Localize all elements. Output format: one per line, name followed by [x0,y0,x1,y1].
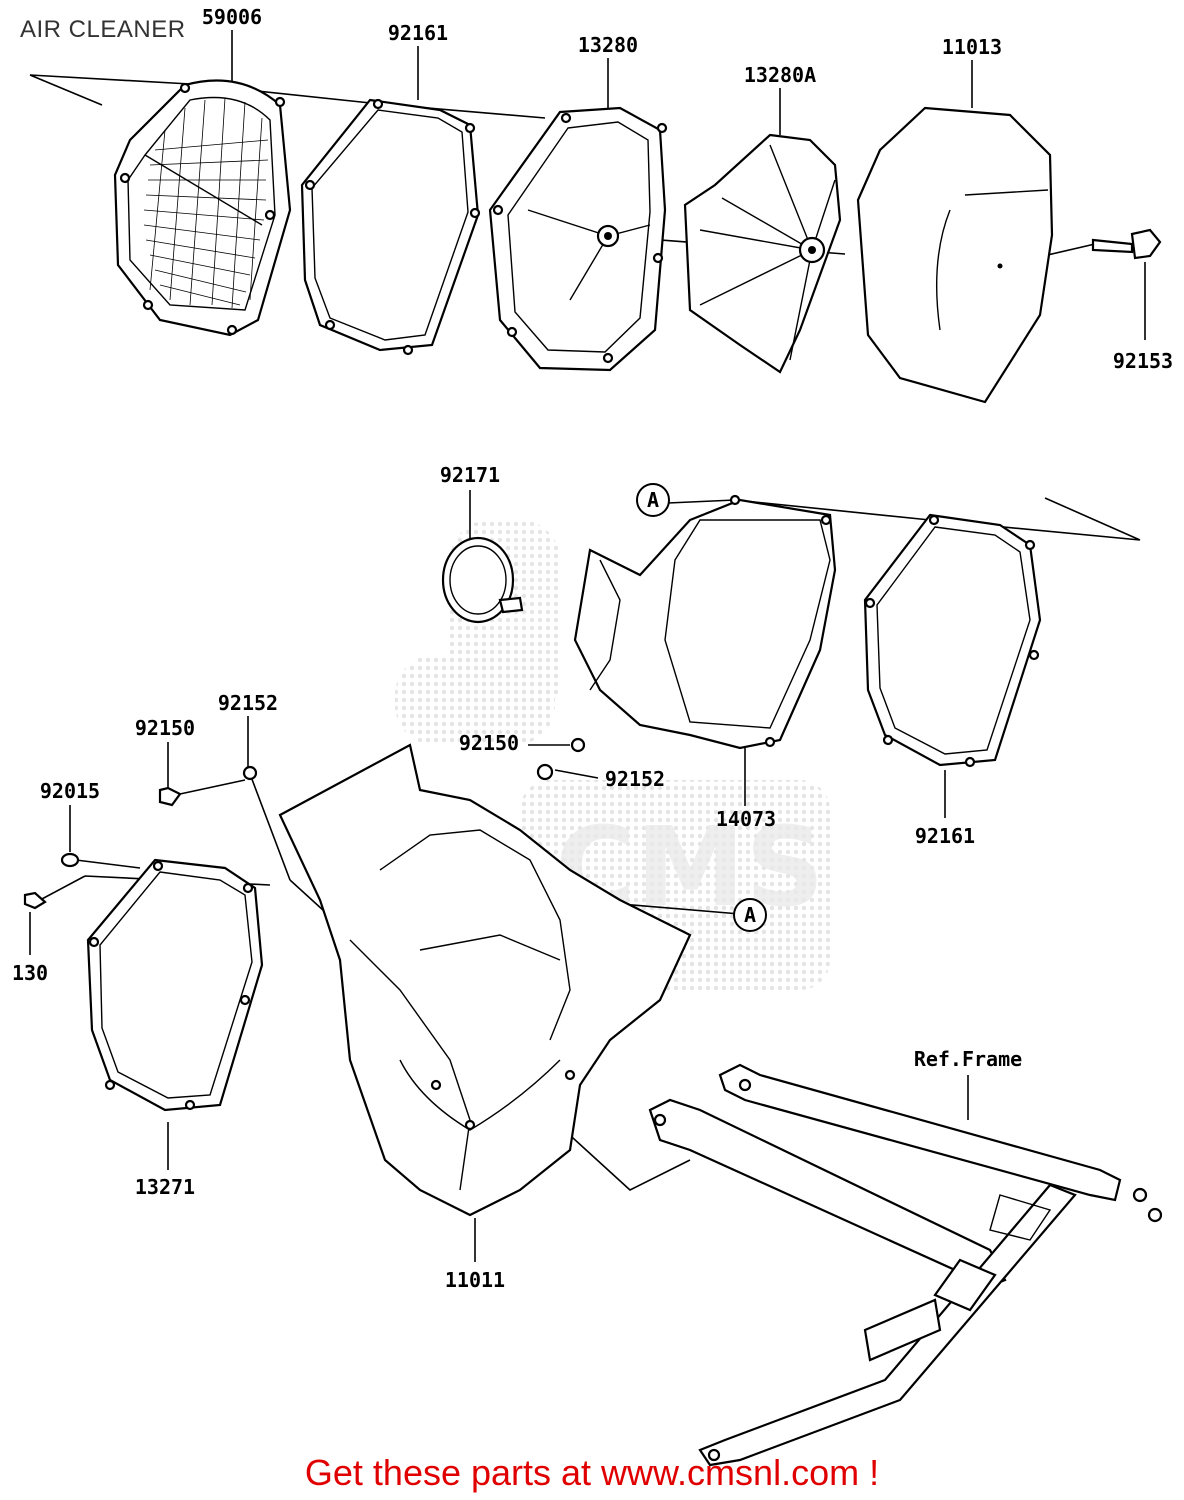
label-92150-left[interactable]: 92150 [135,716,195,740]
label-59006[interactable]: 59006 [202,5,262,29]
label-14073[interactable]: 14073 [716,807,776,831]
label-92161-top[interactable]: 92161 [388,21,448,45]
part-11011-case[interactable] [278,743,692,1217]
label-92152-left[interactable]: 92152 [218,691,278,715]
label-92152-center[interactable]: 92152 [605,767,665,791]
part-92161-gasket-top[interactable] [300,98,481,356]
part-92161-gasket-right[interactable] [863,513,1042,768]
callout-a-top-label: A [647,488,659,512]
label-92171[interactable]: 92171 [440,463,500,487]
part-ref-frame [648,1063,1163,1467]
part-92171-clamp[interactable] [441,536,524,624]
label-130[interactable]: 130 [12,961,48,985]
callout-a-top[interactable]: A [636,483,670,517]
label-92161-right[interactable]: 92161 [915,824,975,848]
small-fasteners[interactable] [23,737,586,910]
label-92015[interactable]: 92015 [40,779,100,803]
footer-cta-link[interactable]: Get these parts at www.cmsnl.com ! [304,1452,880,1493]
label-11011[interactable]: 11011 [445,1268,505,1292]
part-13280A-cage[interactable] [683,133,842,374]
part-14073-duct[interactable] [573,494,837,750]
label-leaders [29,30,1146,1262]
label-13271[interactable]: 13271 [135,1175,195,1199]
label-13280A[interactable]: 13280A [744,63,816,87]
callout-a-mid-label: A [744,903,756,927]
label-13280[interactable]: 13280 [578,33,638,57]
label-11013[interactable]: 11013 [942,35,1002,59]
part-13280-frame[interactable] [488,106,668,372]
part-59006-screen[interactable] [113,79,292,337]
part-11013-element[interactable] [856,106,1054,404]
label-92153[interactable]: 92153 [1113,349,1173,373]
label-ref-frame: Ref.Frame [914,1047,1022,1071]
callout-a-mid[interactable]: A [733,898,767,932]
part-13271-gasket[interactable] [86,858,264,1112]
part-92153-bolt[interactable] [1091,228,1162,260]
page-title: AIR CLEANER [20,16,186,43]
label-92150-center[interactable]: 92150 [459,731,519,755]
